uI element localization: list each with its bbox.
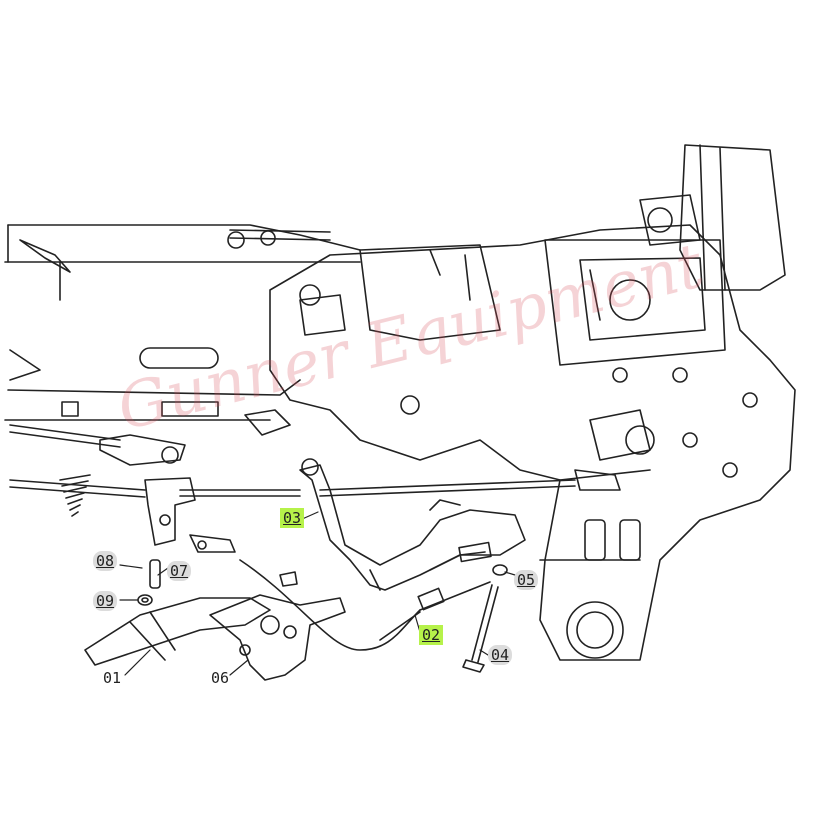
bolt-part-04 xyxy=(462,584,499,673)
label-part-05: 05 xyxy=(514,570,539,590)
label-part-09: 09 xyxy=(93,591,118,611)
linkage-rods xyxy=(9,424,621,546)
frame-rail xyxy=(4,224,361,436)
clevis-bracket xyxy=(189,534,298,587)
upper-linkage-rod xyxy=(19,229,331,273)
label-part-03: 03 xyxy=(280,508,305,528)
gearbox-housing xyxy=(269,224,796,661)
nut-part-05 xyxy=(492,564,508,576)
hand-lever-part-01 xyxy=(84,597,271,666)
label-part-04: 04 xyxy=(488,645,513,665)
label-part-08: 08 xyxy=(93,551,118,571)
bracket-part-03 xyxy=(299,458,526,591)
label-part-01: 01 xyxy=(103,669,122,687)
pivot-bracket-part-06 xyxy=(209,594,346,681)
top-cylinder xyxy=(639,144,786,291)
label-part-06: 06 xyxy=(211,669,230,687)
label-part-07: 07 xyxy=(167,561,192,581)
washer-part-09 xyxy=(137,594,153,606)
label-part-02: 02 xyxy=(419,625,444,645)
cable-part-02 xyxy=(239,541,492,651)
leader-lines xyxy=(119,511,516,676)
